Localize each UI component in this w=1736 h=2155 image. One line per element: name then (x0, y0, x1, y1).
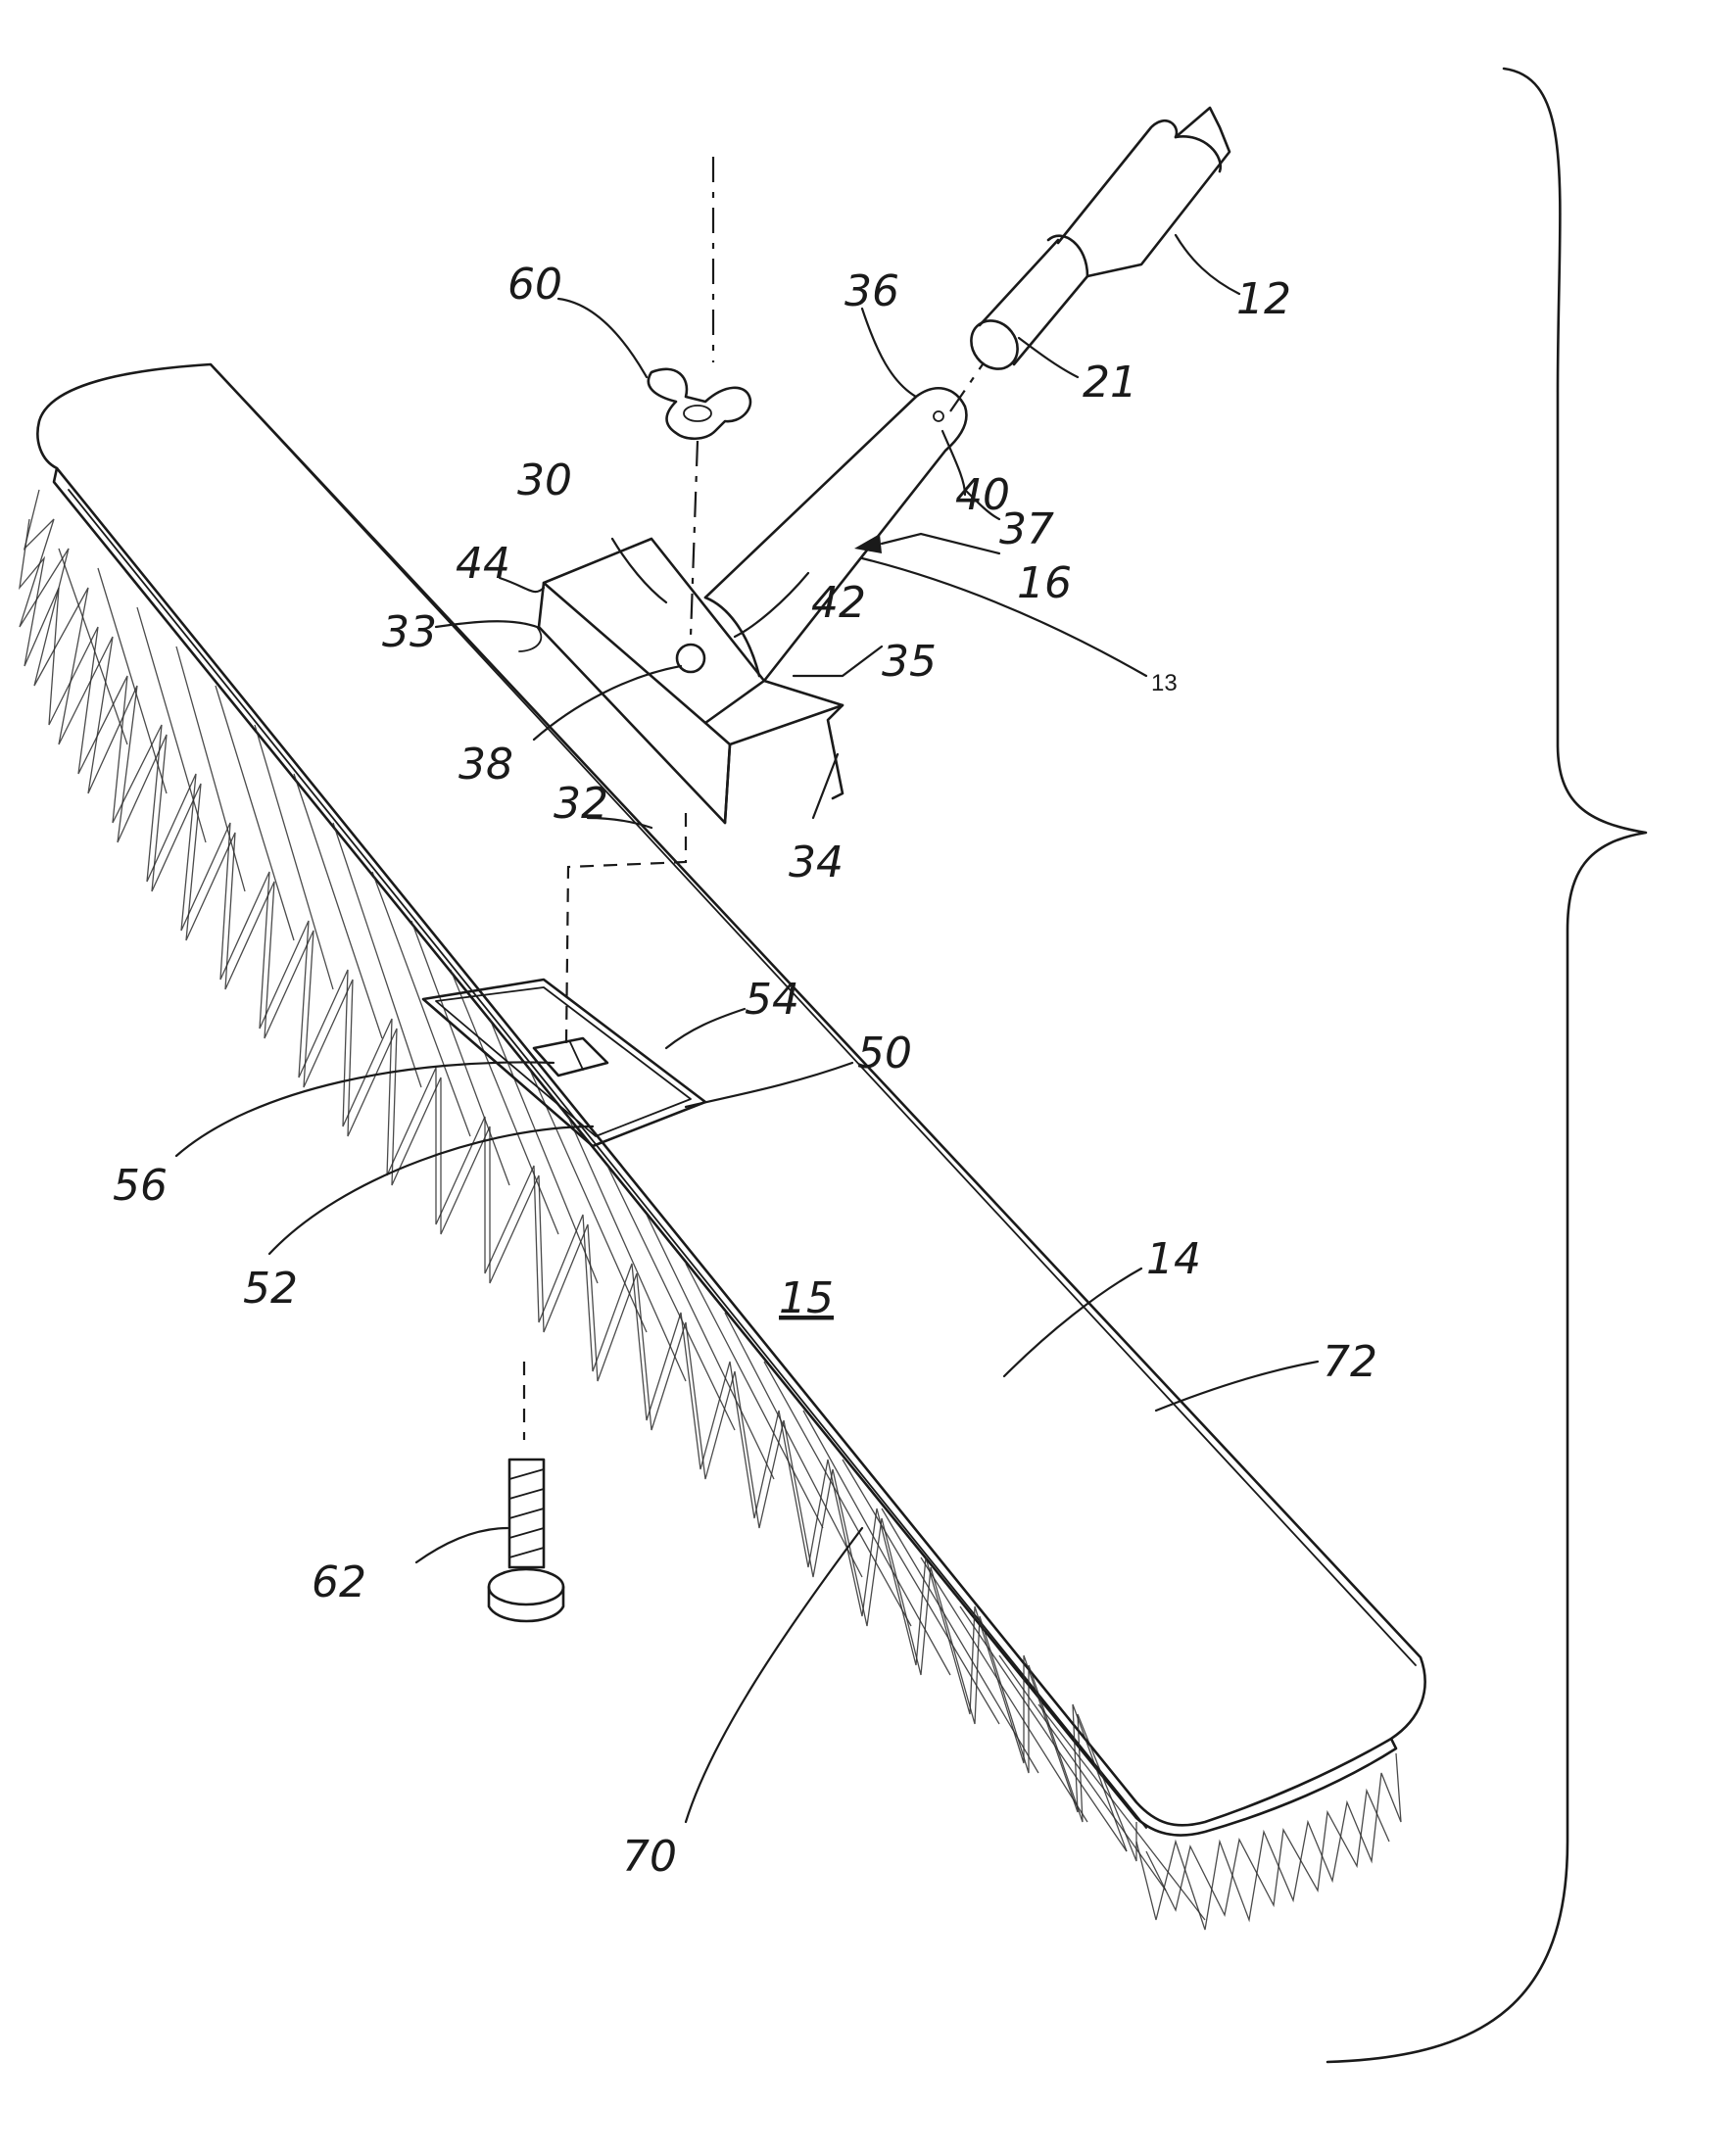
pole (962, 108, 1230, 378)
label-33: 33 (382, 607, 437, 657)
mounting-plate (423, 980, 705, 1146)
label-44: 44 (456, 539, 510, 589)
label-56: 56 (113, 1161, 168, 1211)
label-14: 14 (1146, 1234, 1201, 1284)
label-36: 36 (844, 266, 899, 316)
label-12: 12 (1236, 274, 1291, 324)
label-38: 38 (458, 740, 513, 790)
label-32: 32 (554, 779, 608, 829)
label-30: 30 (517, 455, 572, 505)
bristles (20, 490, 1401, 1930)
label-15: 15 (779, 1273, 834, 1323)
label-34: 34 (789, 838, 844, 887)
centerline-handle (950, 364, 983, 411)
label-50: 50 (857, 1029, 912, 1078)
label-21: 21 (1083, 358, 1137, 407)
bolt (489, 1362, 563, 1621)
label-54: 54 (745, 975, 799, 1025)
label-35: 35 (882, 637, 937, 687)
label-70: 70 (622, 1832, 677, 1882)
label-72: 72 (1323, 1337, 1377, 1387)
figure-brace (1327, 69, 1646, 2062)
label-37: 37 (999, 504, 1054, 554)
label-52: 52 (243, 1264, 298, 1314)
label-62: 62 (312, 1557, 366, 1607)
wing-nut (649, 369, 750, 439)
label-13: 13 (1151, 670, 1178, 696)
broom-head (20, 364, 1425, 1930)
label-60: 60 (507, 260, 562, 310)
label-42: 42 (811, 578, 866, 628)
label-16: 16 (1017, 558, 1072, 608)
